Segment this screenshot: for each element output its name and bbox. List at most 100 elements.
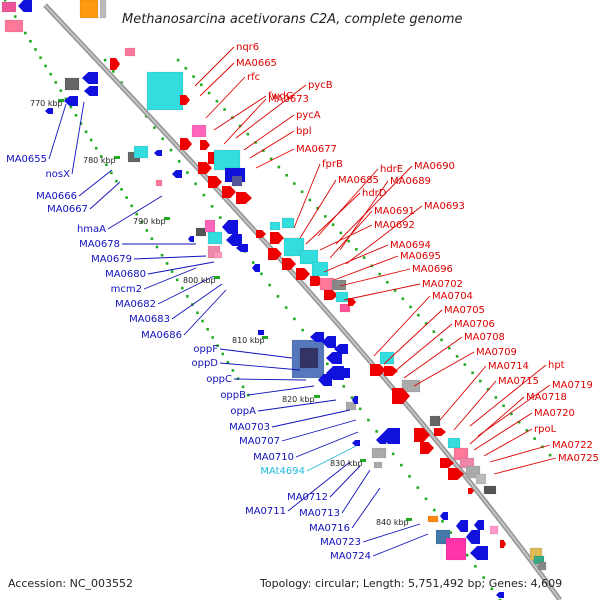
gene-label-ma0715: MA0715: [498, 376, 539, 387]
leader-line: [383, 309, 443, 365]
skew-dot: [347, 239, 350, 243]
gene-label-ma0722: MA0722: [552, 440, 593, 451]
skew-dot: [110, 171, 113, 175]
skew-dot: [200, 83, 203, 87]
gene-label-ma0720: MA0720: [534, 408, 575, 419]
leader-line: [143, 267, 197, 290]
gene-label-ma0665: MA0665: [236, 58, 277, 69]
forward-gene-arrow: [180, 95, 190, 105]
skew-dot: [375, 430, 378, 433]
forward-gene-arrow: [208, 176, 222, 188]
gene-label-ma0683: MA0683: [129, 314, 170, 325]
skew-dot: [99, 155, 103, 158]
kbp-tick-label: 840 kbp: [376, 518, 409, 527]
gene-label-oppf: oppF: [193, 344, 218, 355]
forward-gene-arrow: [370, 364, 386, 376]
gene-feature: [99, 0, 107, 19]
gene-feature: [373, 461, 383, 469]
gene-label-ma0686: MA0686: [141, 330, 182, 341]
leader-line: [157, 275, 215, 305]
gene-feature: [445, 537, 467, 561]
gene-label-ma0712: MA0712: [287, 492, 328, 503]
forward-gene-arrow: [434, 428, 446, 436]
skew-dot: [120, 81, 123, 84]
kbp-tick-mark: [164, 217, 170, 220]
leader-line: [493, 457, 557, 475]
gene-label-ma0685: MA0685: [338, 175, 379, 186]
gene-feature: [475, 473, 487, 485]
gene-label-ma0693: MA0693: [424, 201, 465, 212]
skew-dot: [308, 198, 312, 202]
forward-gene-arrow: [414, 428, 430, 442]
gene-label-ma0708: MA0708: [464, 332, 505, 343]
skew-dot: [367, 418, 370, 422]
forward-gene-arrow: [392, 388, 410, 404]
leader-line: [403, 336, 463, 379]
skew-dot: [155, 245, 159, 249]
skew-dot: [145, 229, 149, 232]
gene-feature: [4, 19, 24, 33]
leader-line: [453, 380, 497, 431]
gene-feature: [379, 351, 395, 365]
gene-label-ma0690: MA0690: [414, 161, 455, 172]
gene-label-ma0691: MA0691: [374, 206, 415, 217]
leader-line: [287, 461, 351, 512]
kbp-tick-label: 830 kbp: [330, 459, 363, 468]
skew-dot: [448, 346, 451, 350]
gene-label-ma0710: MA0710: [253, 452, 294, 463]
gene-feature: [401, 379, 421, 393]
gene-label-ma0714: MA0714: [488, 361, 529, 372]
gene-label-rfc: rfc: [247, 72, 260, 83]
gene-feature: [269, 221, 281, 231]
leader-line: [223, 98, 267, 145]
forward-gene-arrow: [198, 162, 212, 174]
gene-label-ma0705: MA0705: [444, 305, 485, 316]
skew-dot: [207, 91, 211, 95]
gene-labels: nqr6MA0665rfcfwdGpycBMA0673pycAbplMA0677…: [6, 42, 599, 562]
forward-gene-arrow: [200, 140, 210, 150]
skew-dot: [79, 122, 83, 125]
skew-dot: [219, 216, 222, 219]
leader-line: [413, 351, 475, 387]
leader-line: [247, 385, 315, 396]
reverse-gene-arrow: [466, 530, 480, 544]
gene-label-hdrd: hdrD: [362, 188, 387, 199]
leader-line: [255, 148, 295, 169]
gene-label-hpt: hpt: [548, 360, 565, 371]
skew-dot: [432, 508, 436, 512]
skew-dot: [424, 322, 428, 325]
skew-dot: [241, 385, 245, 389]
skew-dot: [350, 396, 354, 399]
reverse-gene-arrow: [236, 244, 248, 252]
leader-line: [373, 295, 431, 357]
reverse-gene-arrow: [64, 96, 78, 106]
gene-feature: [124, 47, 136, 57]
leader-line: [329, 465, 361, 498]
gene-feature: [345, 401, 357, 411]
leader-line: [362, 523, 421, 543]
skew-dot: [284, 306, 288, 309]
skew-dot: [490, 587, 494, 591]
leader-line: [249, 130, 295, 159]
leader-line: [345, 205, 423, 265]
skew-dot: [169, 148, 173, 152]
gene-feature: [489, 525, 499, 535]
reverse-gene-arrow: [252, 264, 260, 272]
gene-features: [1, 0, 547, 598]
gene-label-oppc: oppC: [206, 374, 232, 385]
leader-line: [319, 224, 373, 251]
forward-gene-arrow: [282, 258, 296, 270]
gene-feature: [483, 485, 497, 495]
skew-dot: [268, 283, 271, 287]
skew-dot: [196, 311, 199, 315]
skew-dot: [525, 429, 529, 432]
gene-label-nosx: nosX: [45, 169, 70, 180]
leader-line: [219, 362, 301, 371]
leader-line: [333, 255, 399, 281]
reverse-gene-arrow: [334, 344, 348, 354]
skew-dot: [202, 193, 206, 197]
leader-line: [78, 169, 113, 197]
leader-line: [199, 62, 235, 97]
gene-feature: [299, 347, 319, 369]
